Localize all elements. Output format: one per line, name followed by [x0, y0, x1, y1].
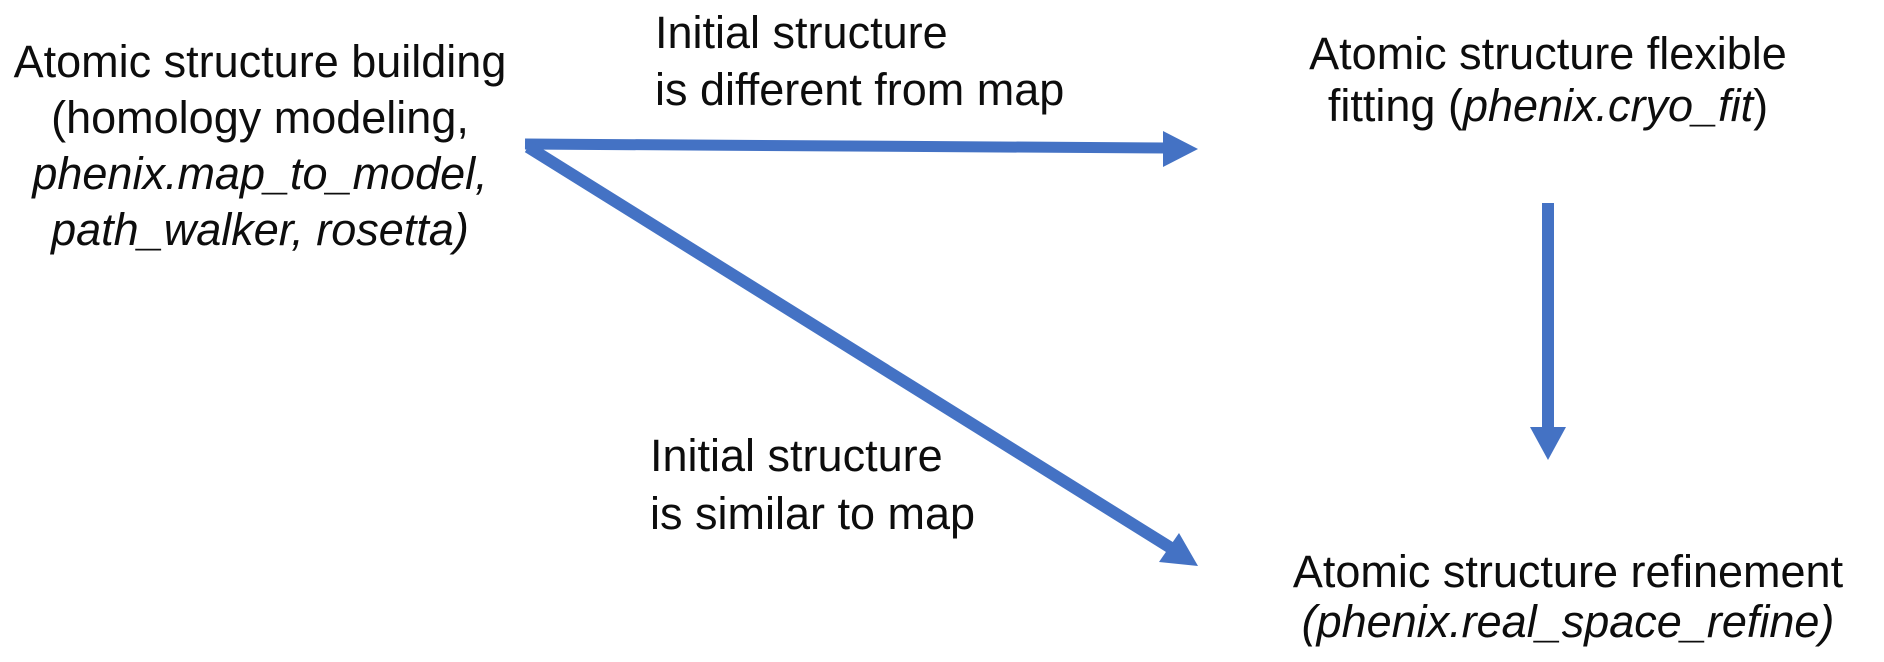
node-flexible-fitting-line2-suffix: ) — [1753, 80, 1769, 131]
node-structure-refinement-line2: (phenix.real_space_refine) — [1301, 596, 1835, 647]
node-flexible-fitting-line2-prefix: fitting ( — [1327, 80, 1463, 131]
node-structure-building-line2: (homology modeling, — [51, 92, 469, 143]
node-flexible-fitting: Atomic structure flexible fitting (pheni… — [1248, 28, 1848, 132]
node-structure-building-line3: phenix.map_to_model, — [32, 148, 488, 199]
edge-label-different-from-map: Initial structure is different from map — [655, 4, 1064, 118]
arrow-building-to-refinement-icon — [524, 141, 1198, 566]
node-flexible-fitting-program: phenix.cryo_fit — [1462, 80, 1754, 131]
node-structure-refinement-line1: Atomic structure refinement — [1292, 546, 1844, 597]
arrow-flexible-fitting-to-refinement-icon — [1530, 203, 1566, 460]
edge-label-similar-line1: Initial structure — [650, 430, 943, 481]
node-structure-building: Atomic structure building (homology mode… — [0, 34, 520, 258]
node-flexible-fitting-line2: fitting (phenix.cryo_fit) — [1248, 80, 1848, 132]
node-flexible-fitting-line1: Atomic structure flexible — [1309, 28, 1787, 79]
edge-label-different-line1: Initial structure — [655, 7, 948, 58]
edge-label-similar-to-map: Initial structure is similar to map — [650, 427, 975, 543]
arrow-building-to-flexible-fitting-icon — [524, 131, 1198, 167]
node-structure-building-line4: path_walker, rosetta) — [51, 204, 469, 255]
edge-label-similar-line2: is similar to map — [650, 488, 976, 539]
node-structure-refinement: Atomic structure refinement (phenix.real… — [1252, 547, 1884, 647]
edge-label-different-line2: is different from map — [655, 64, 1065, 115]
node-structure-building-line1: Atomic structure building — [13, 36, 507, 87]
